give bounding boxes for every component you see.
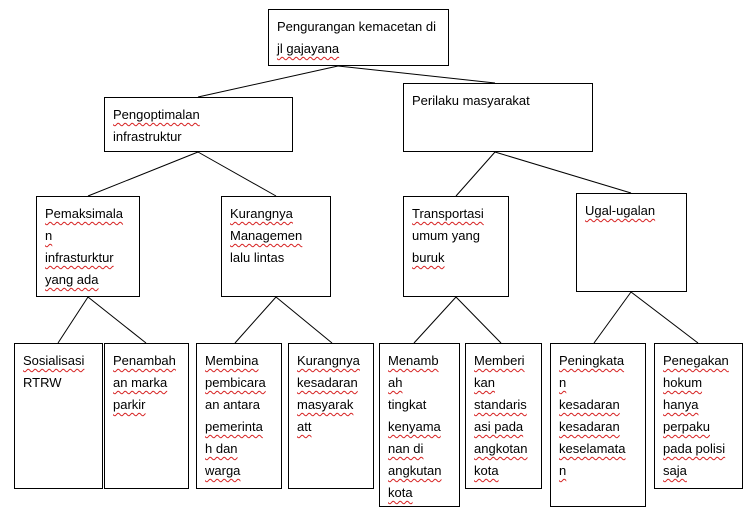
node-membina-line: Membina [205,353,259,368]
node-kenyamanan-line: ah [388,375,403,390]
node-kesadaran-line: masyarak [297,397,354,412]
node-ugal: Ugal-ugalan [576,193,687,292]
node-marka-line: parkir [113,397,146,412]
node-membina: Membina pembicara an antara pemerinta h … [196,343,282,489]
node-manajemen-line: Managemen [230,228,303,243]
node-keselamatan-line: Peningkata [559,353,625,368]
node-marka: Penambah an marka parkir [104,343,189,489]
edge-manajemen-kesadaran [275,296,333,344]
edge-transportasi-kenyamanan [413,296,457,344]
node-keselamatan-line: keselamata [559,441,626,456]
node-transportasi-line: umum yang [412,228,480,243]
node-hukum-line: pada polisi [663,441,726,456]
node-kenyamanan-line: tingkat [388,397,427,412]
node-kesadaran-line: kesadaran [297,375,358,390]
node-transportasi-line: buruk [412,250,445,265]
node-hukum-line: Penegakan [663,353,729,368]
node-perilaku: Perilaku masyarakat [403,83,593,152]
edge-pemaksimalan-sosialisasi [57,296,89,344]
node-kesadaran: Kurangnya kesadaran masyarak att [288,343,374,489]
edge-root-infra [197,65,339,98]
node-standarisasi-line: kota [474,463,499,478]
node-membina-line: pemerinta [205,419,263,434]
edge-perilaku-transportasi [455,151,496,197]
node-kenyamanan-line: angkutan [388,463,442,478]
edge-root-perilaku [337,65,496,84]
node-manajemen: Kurangnya Managemen lalu lintas [221,196,331,297]
node-root-line: Pengurangan kemacetan di [277,19,437,34]
node-manajemen-line: lalu lintas [230,250,285,265]
node-standarisasi-line: asi pada [474,419,524,434]
node-pemaksimalan-line: yang ada [45,272,99,287]
node-transportasi-line: Transportasi [412,206,484,221]
node-kesadaran-line: Kurangnya [297,353,360,368]
node-transportasi: Transportasi umum yang buruk [403,196,509,297]
node-sosialisasi-line: Sosialisasi [23,353,85,368]
node-standarisasi-line: kan [474,375,495,390]
node-kenyamanan-line: kenyama [388,419,441,434]
node-sosialisasi: Sosialisasi RTRW [14,343,103,489]
node-hukum-line: hokum [663,375,703,390]
node-root: Pengurangan kemacetan di jl gajayana [268,9,449,66]
node-perilaku-line: Perilaku masyarakat [412,93,530,108]
edge-perilaku-ugal [494,151,632,194]
edge-ugal-hukum [630,291,699,344]
node-ugal-line: Ugal-ugalan [585,203,656,218]
node-standarisasi-line: standaris [474,397,527,412]
node-standarisasi-line: Memberi [474,353,525,368]
node-pemaksimalan-line: n [45,228,53,243]
node-marka-line: an marka [113,375,168,390]
node-kenyamanan-line: kota [388,485,413,500]
node-pemaksimalan: Pemaksimala n infrasturktur yang ada [36,196,140,297]
node-keselamatan-line: n [559,375,567,390]
node-pemaksimalan-line: Pemaksimala [45,206,124,221]
node-standarisasi-line: angkotan [474,441,528,456]
node-keselamatan-line: kesadaran [559,397,620,412]
node-standarisasi: Memberi kan standaris asi pada angkotan … [465,343,542,489]
node-root-line: jl gajayana [277,41,340,56]
node-kenyamanan-line: nan di [388,441,424,456]
node-infra: Pengoptimalan infrastruktur [104,97,293,152]
node-membina-line: h dan [205,441,238,456]
node-hukum-line: saja [663,463,687,478]
node-manajemen-line: Kurangnya [230,206,293,221]
edge-ugal-keselamatan [593,291,632,344]
node-membina-line: pembicara [205,375,266,390]
node-kesadaran-line: att [297,419,312,434]
node-hukum-line: perpaku [663,419,710,434]
node-pemaksimalan-line: infrasturktur [45,250,114,265]
node-marka-line: Penambah [113,353,176,368]
node-sosialisasi-line: RTRW [23,375,62,390]
node-kenyamanan-line: Menamb [388,353,439,368]
node-hukum-line: hanya [663,397,699,412]
node-keselamatan: Peningkata n kesadaran kesadaran keselam… [550,343,646,507]
edge-transportasi-standarisasi [455,296,502,344]
node-keselamatan-line: n [559,463,567,478]
node-hukum: Penegakan hokum hanya perpaku pada polis… [654,343,743,489]
edge-manajemen-membina [234,296,277,344]
node-infra-line: infrastruktur [113,129,182,144]
node-membina-line: warga [205,463,241,478]
node-kenyamanan: Menamb ah tingkat kenyama nan di angkuta… [379,343,460,507]
node-infra-line: Pengoptimalan [113,107,200,122]
node-keselamatan-line: kesadaran [559,419,620,434]
edge-infra-manajemen [197,151,277,197]
node-membina-line: an antara [205,397,260,412]
edge-pemaksimalan-marka [87,296,147,344]
edge-infra-pemaksimalan [87,151,199,197]
